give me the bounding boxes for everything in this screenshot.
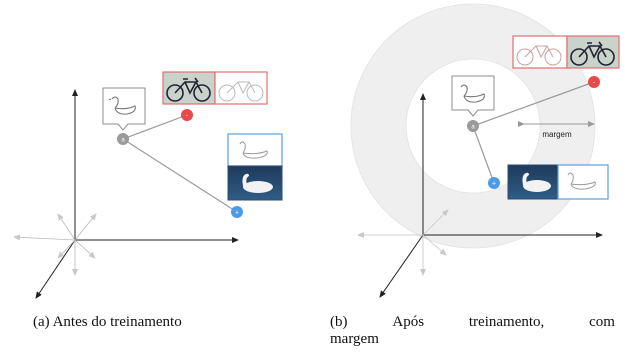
caption-word: Após — [392, 314, 425, 330]
swan-photo-icon — [522, 172, 551, 192]
caption-prefix: (b) — [330, 314, 348, 330]
caption-panel-b: (b) Após treinamento, com margem — [330, 314, 615, 348]
svg-text:+: + — [235, 210, 239, 217]
bicycle-sketch-icon — [516, 45, 562, 66]
caption-word: com — [589, 314, 615, 330]
positive-point: + — [488, 177, 500, 189]
swan-photo-icon — [242, 173, 273, 193]
bicycle-photo-icon — [166, 77, 211, 102]
anchor-positive-link — [122, 138, 238, 213]
negative-point: - — [588, 76, 600, 88]
anchor-callout — [102, 87, 146, 131]
faint-axes — [13, 213, 97, 276]
faint-axes — [357, 209, 449, 276]
bicycle-sketch-icon — [218, 81, 264, 102]
swan-sketch-icon — [567, 172, 596, 190]
svg-text:-: - — [186, 113, 189, 120]
caption-panel-a: (a) Antes do treinamento — [33, 314, 182, 331]
anchor-point: a — [467, 120, 479, 132]
panel-after-training: margem — [350, 3, 620, 298]
bicycle-photo-icon — [570, 41, 615, 66]
positive-image-pair — [227, 133, 283, 201]
caption-word: treinamento, — [468, 314, 545, 330]
swan-sketch-icon — [460, 84, 485, 103]
positive-image-pair — [507, 164, 609, 200]
caption-text: Antes do treinamento — [52, 314, 182, 330]
caption-line2: margem — [330, 331, 379, 347]
svg-text:a: a — [121, 138, 125, 144]
anchor-negative-link — [472, 81, 595, 127]
negative-image-pair — [512, 35, 620, 69]
margin-label: margem — [542, 130, 572, 139]
anchor-callout — [451, 75, 495, 117]
negative-image-pair — [162, 71, 268, 105]
anchor-point: a — [117, 133, 129, 145]
anchor-negative-link — [122, 114, 188, 140]
axes-3d — [35, 89, 239, 299]
axes-3d — [379, 93, 603, 298]
swan-sketch-icon — [239, 141, 268, 159]
svg-text:a: a — [471, 125, 475, 131]
negative-point: - — [181, 109, 193, 121]
swan-sketch-icon — [108, 96, 136, 115]
anchor-positive-link — [472, 125, 495, 184]
positive-point: + — [231, 206, 243, 218]
caption-prefix: (a) — [33, 314, 50, 330]
svg-text:-: - — [593, 80, 596, 87]
margin-indicator: margem — [518, 121, 595, 139]
panel-before-training: a - + — [13, 71, 283, 299]
svg-text:+: + — [492, 181, 496, 188]
